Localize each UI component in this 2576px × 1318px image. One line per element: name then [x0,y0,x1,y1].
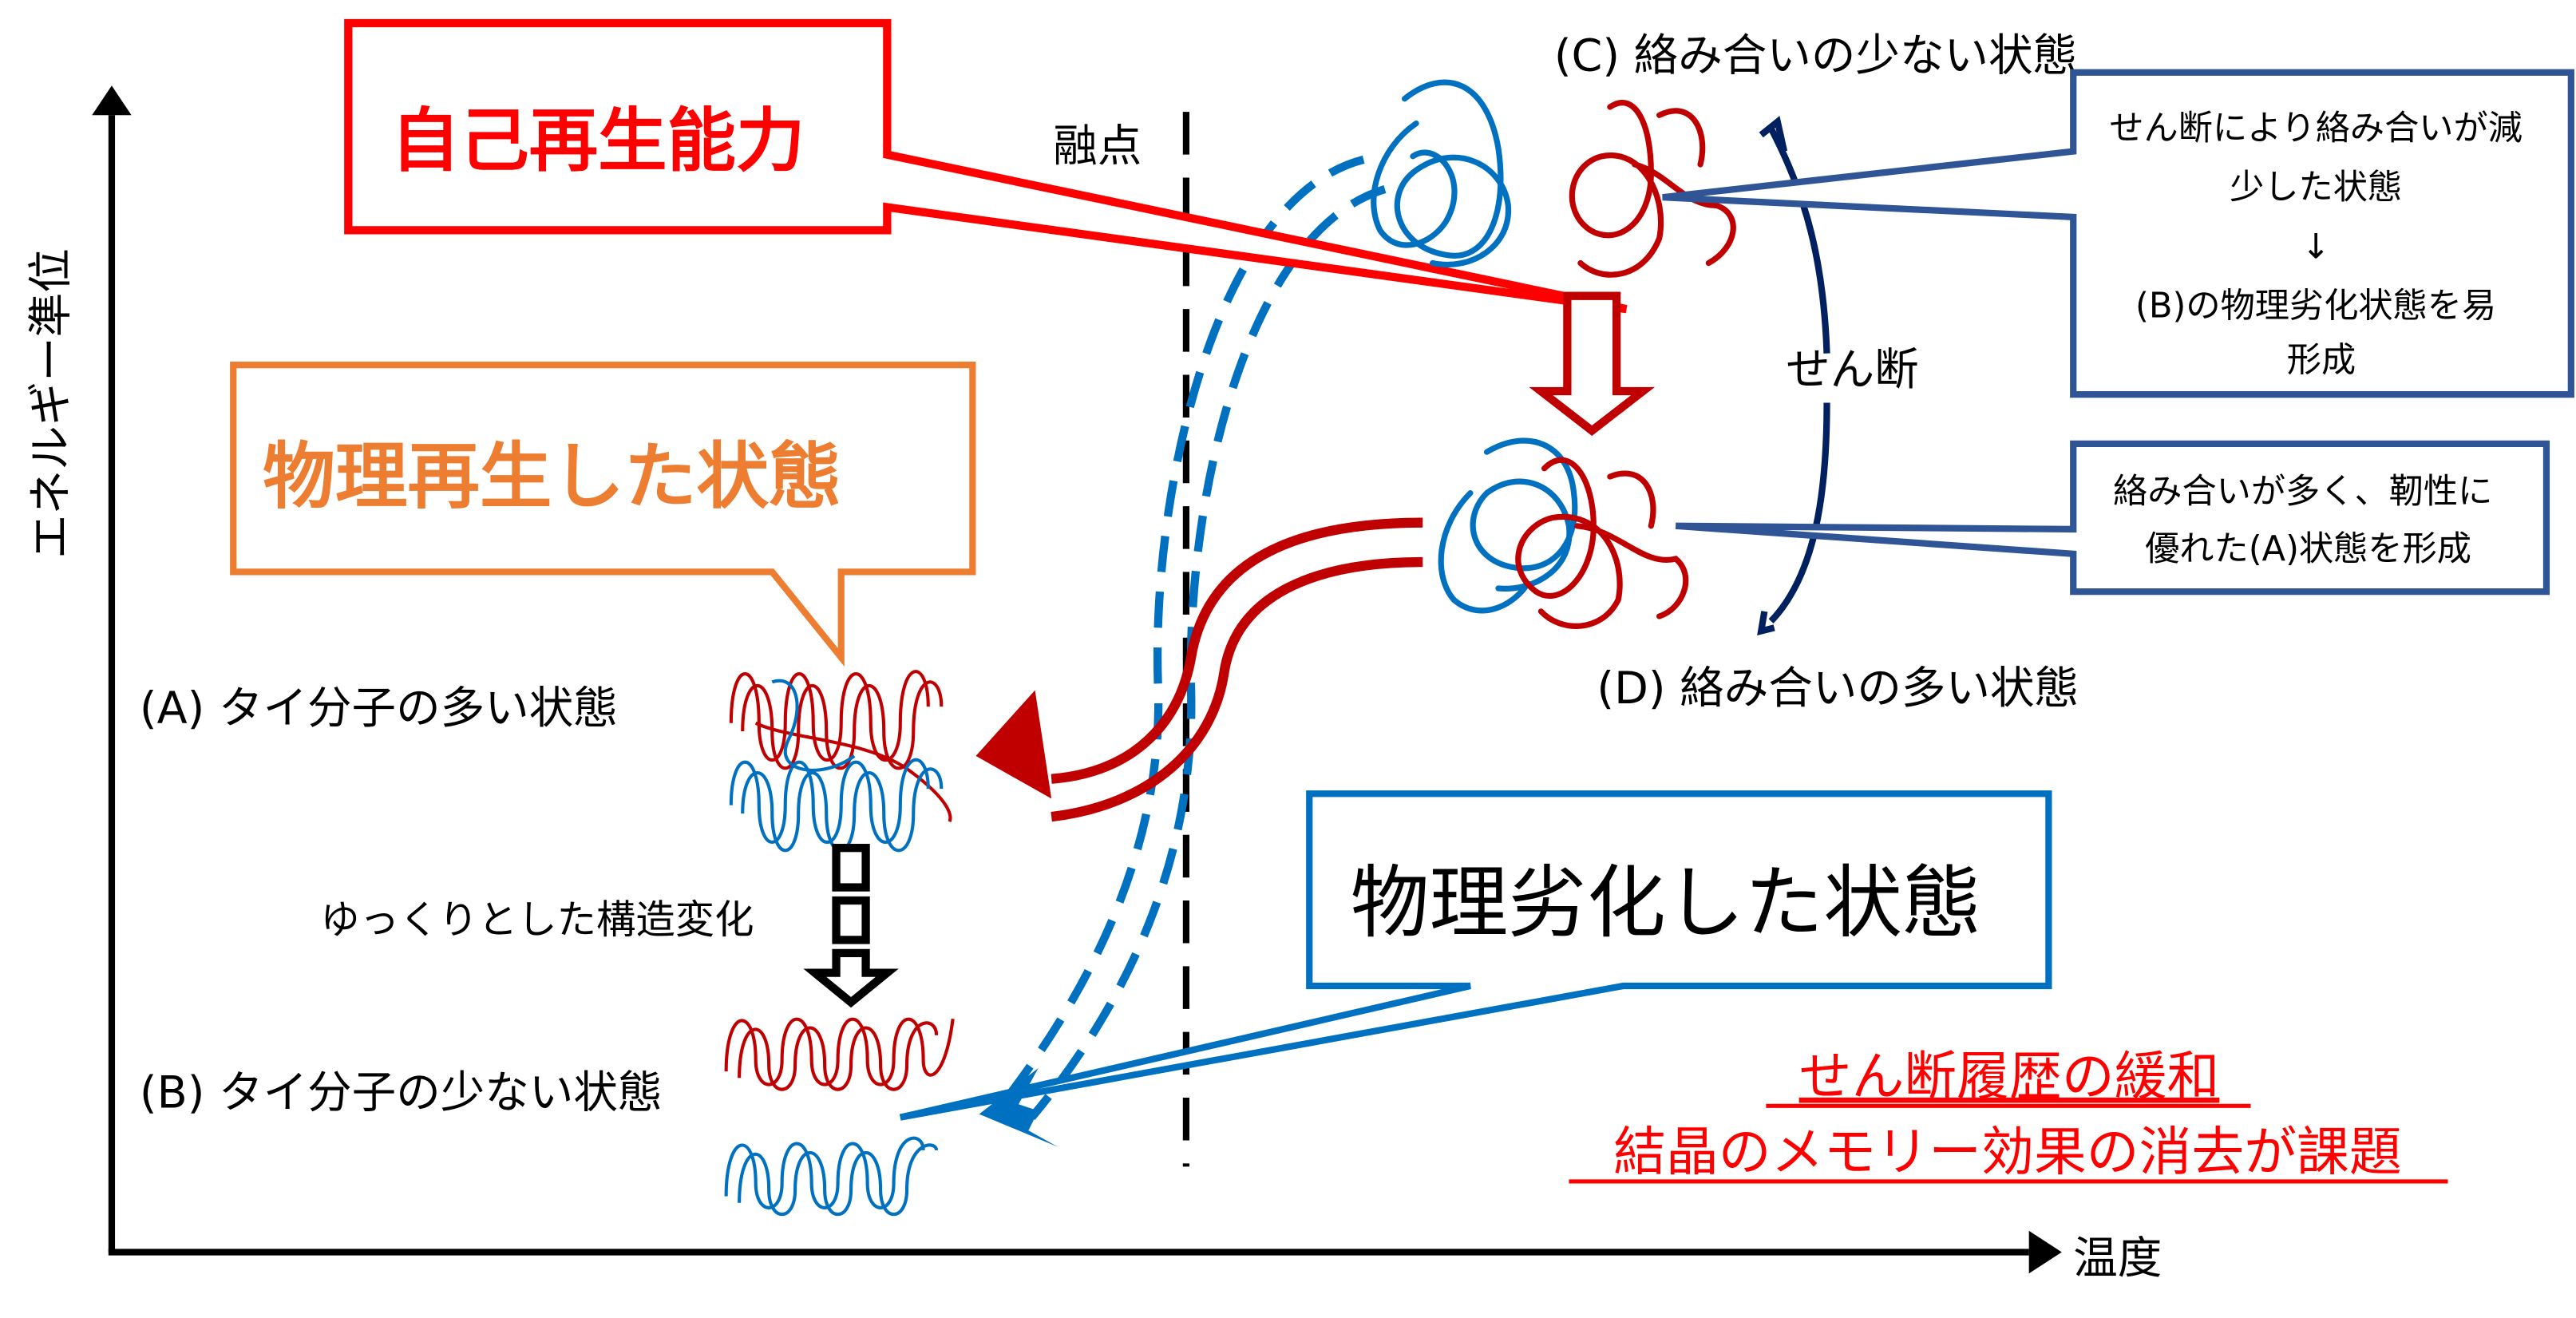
state-d-coils [1438,437,1689,629]
challenge-line-2: 結晶のメモリー効果の消去が課題 [1613,1122,2402,1183]
shear-reduced-line-2: 少した状態 [2230,168,2402,208]
shear-reduced-callout: せん断により絡み合いが減 少した状態 ↓ (B)の物理劣化状態を易 形成 [1662,69,2574,398]
entangled-line-1: 絡み合いが多く、靭性に [2113,472,2492,512]
state-d-label: (D) 絡み合いの多い状態 [1597,663,2079,714]
state-b-label: (B) タイ分子の少ない状態 [140,1067,663,1118]
svg-text:絡み合いが多く、靭性に 優れた(A)状態を形成: 絡み合いが多く、靭性に 優れた(A)状態を形成 [2113,472,2503,569]
physical-regenerated-callout: 物理再生した状態 [230,361,976,667]
state-a-lamellae [729,670,952,853]
challenge-line-1: せん断履歴の緩和 [1799,1046,2220,1107]
shear-reduced-line-4: (B)の物理劣化状態を易 [2135,286,2496,326]
physical-regenerated-label: 物理再生した状態 [263,435,841,519]
state-c-coils [1371,79,1736,278]
shear-reduced-line-5: 形成 [2287,340,2356,380]
entangled-toughness-callout: 絡み合いが多く、靭性に 優れた(A)状態を形成 [1675,440,2550,596]
state-b-lamellae [724,1017,955,1216]
shear-reduced-line-3: ↓ [2301,227,2330,267]
physical-degraded-label: 物理劣化した状態 [1351,857,1981,949]
slow-change-arrow [803,844,899,1008]
degradation-path-arrow [999,155,1387,1121]
self-regeneration-callout: 自己再生能力 [344,18,1628,314]
entangled-line-2: 優れた(A)状態を形成 [2145,529,2471,569]
x-axis-arrowhead-icon [2028,1230,2062,1274]
self-regeneration-label: 自己再生能力 [391,101,805,181]
physical-degraded-callout: 物理劣化した状態 [899,790,2052,1121]
degradation-arrowhead-icon [979,1067,1058,1147]
regeneration-down-arrow-icon [1529,291,1656,436]
melting-point-label: 融点 [1053,121,1142,172]
x-axis [108,1230,2062,1274]
regeneration-arrowhead-icon [975,690,1052,799]
y-axis-label: エネルギー準位 [25,248,77,559]
slow-change-label: ゆっくりとした構造変化 [320,896,754,943]
x-axis-label: 温度 [2073,1233,2162,1284]
y-axis [92,85,132,1253]
challenge-note: せん断履歴の緩和 結晶のメモリー効果の消去が課題 [1569,1046,2448,1184]
y-axis-arrowhead-icon [92,85,132,116]
state-c-label: (C) 絡み合いの少ない状態 [1554,30,2077,82]
shear-label: せん断 [1786,344,1919,396]
state-a-label: (A) タイ分子の多い状態 [140,683,618,734]
shear-reduced-line-1: せん断により絡み合いが減 [2109,109,2523,148]
regeneration-path-arrow [1051,517,1423,822]
svg-text:せん断により絡み合いが減 少した状態: せん断により絡み合いが減 少した状態 ↓ (B)の物理劣化状態を易 形成 [2109,109,2533,380]
